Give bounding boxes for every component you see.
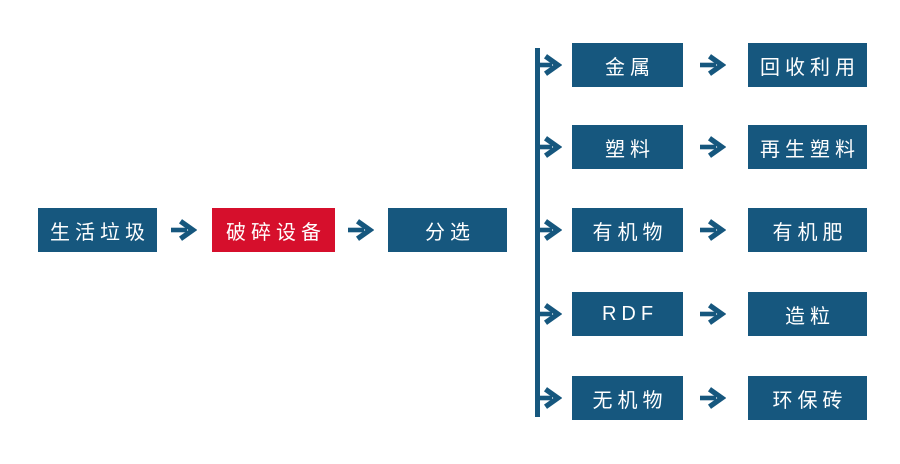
branch-connector-line bbox=[535, 48, 540, 417]
arrow-right-icon bbox=[700, 53, 727, 77]
arrow-right-icon bbox=[700, 218, 727, 242]
arrow-right-icon bbox=[536, 302, 563, 326]
node-household-waste: 生活垃圾 bbox=[38, 208, 157, 252]
node-material: 有机物 bbox=[572, 208, 683, 252]
arrow-right-icon bbox=[700, 302, 727, 326]
node-crushing-equipment: 破碎设备 bbox=[212, 208, 335, 252]
node-output: 造粒 bbox=[748, 292, 867, 336]
arrow-right-icon bbox=[536, 218, 563, 242]
node-label: 回收利用 bbox=[760, 56, 860, 79]
arrow-right-icon bbox=[700, 386, 727, 410]
arrow-right-icon bbox=[536, 386, 563, 410]
node-material: 金属 bbox=[572, 43, 683, 87]
node-label: 分选 bbox=[425, 221, 475, 244]
node-label: 金属 bbox=[605, 56, 655, 79]
node-label: 生活垃圾 bbox=[50, 221, 150, 244]
arrow-right-icon bbox=[700, 135, 727, 159]
node-output: 有机肥 bbox=[748, 208, 867, 252]
node-label: 有机肥 bbox=[772, 221, 848, 244]
arrow-right-icon bbox=[536, 53, 563, 77]
arrow-right-icon bbox=[536, 135, 563, 159]
node-label: RDF bbox=[601, 302, 659, 325]
node-material: RDF bbox=[572, 292, 683, 336]
node-material: 无机物 bbox=[572, 376, 683, 420]
node-label: 造粒 bbox=[785, 305, 835, 328]
node-output: 再生塑料 bbox=[748, 125, 867, 169]
node-label: 破碎设备 bbox=[226, 221, 326, 244]
node-sorting: 分选 bbox=[388, 208, 507, 252]
node-label: 无机物 bbox=[592, 389, 668, 412]
node-label: 塑料 bbox=[605, 138, 655, 161]
node-label: 有机物 bbox=[592, 221, 668, 244]
node-output: 回收利用 bbox=[748, 43, 867, 87]
node-label: 环保砖 bbox=[772, 389, 848, 412]
node-output: 环保砖 bbox=[748, 376, 867, 420]
arrow-right-icon bbox=[171, 218, 198, 242]
node-label: 再生塑料 bbox=[760, 138, 860, 161]
node-material: 塑料 bbox=[572, 125, 683, 169]
arrow-right-icon bbox=[348, 218, 375, 242]
